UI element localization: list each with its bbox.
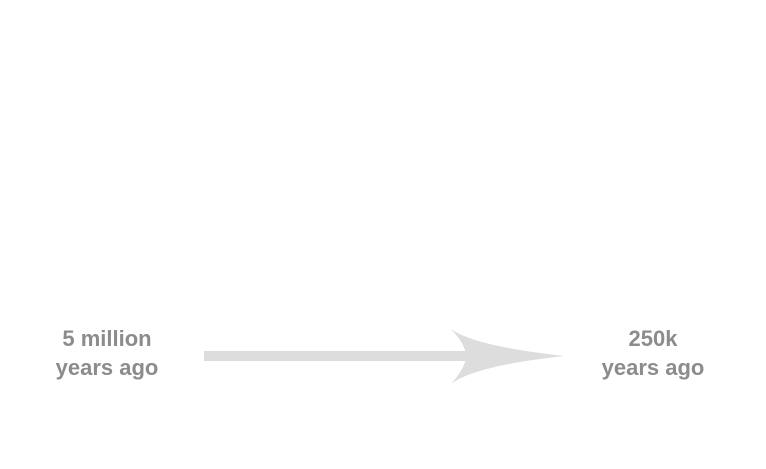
timeline-end-line1: 250k: [628, 326, 678, 351]
timeline-start-label: 5 million years ago: [37, 324, 177, 382]
timeline-end-label: 250k years ago: [583, 324, 723, 382]
timeline-arrow-head: [451, 329, 564, 384]
timeline-start-line1: 5 million: [62, 326, 152, 351]
timeline-start-line2: years ago: [55, 355, 159, 380]
timeline-arrow-shaft: [204, 351, 474, 361]
timeline-end-line2: years ago: [601, 355, 705, 380]
